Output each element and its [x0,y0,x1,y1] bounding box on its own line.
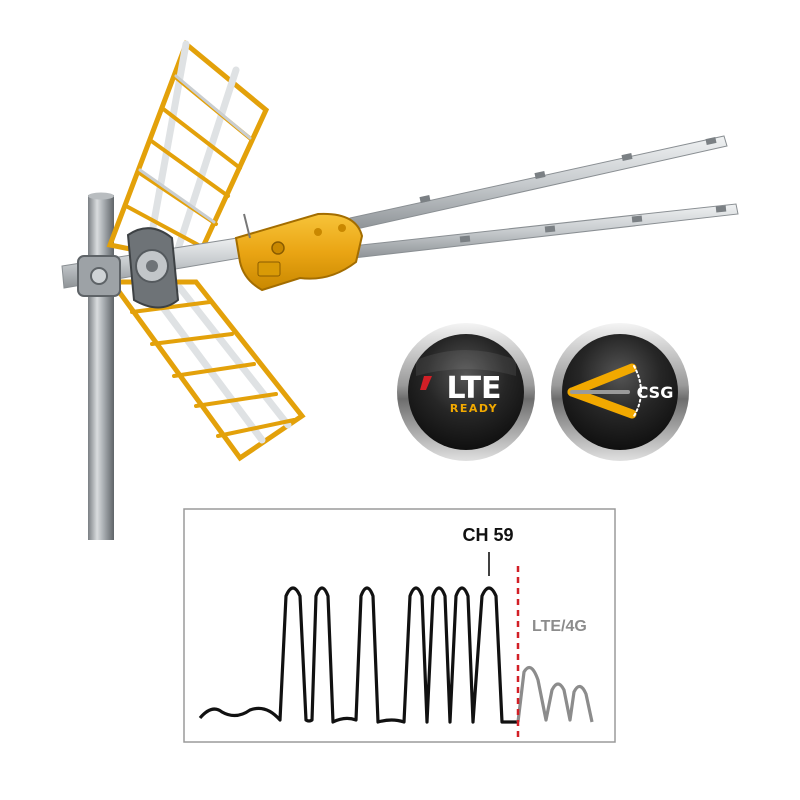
lte-badge-face [408,334,524,450]
mast-pole [88,192,114,540]
reflector-lower [107,279,306,462]
lte-ready-badge: LTE READY [397,323,535,461]
lte-band-label: LTE/4G [532,618,587,635]
mast-clamp [77,255,121,297]
tv-channels-waveform [198,586,518,724]
lte-badge-subtext: READY [450,402,498,415]
csg-angle-icon [567,363,642,419]
lte-band-waveform [516,665,594,723]
director-rods [349,135,739,259]
lte-red-mark-icon [420,376,432,390]
channel-label: CH 59 [462,525,513,545]
spectrum-panel: CH 59 LTE/4G [183,508,616,743]
lte-badge-text: LTE [446,371,501,406]
csg-badge-text: CSG [637,383,674,402]
csg-badge: CSG [551,323,689,461]
pivot-hub [126,227,180,309]
dipole-housing [234,212,364,292]
reflector-upper [106,39,270,265]
